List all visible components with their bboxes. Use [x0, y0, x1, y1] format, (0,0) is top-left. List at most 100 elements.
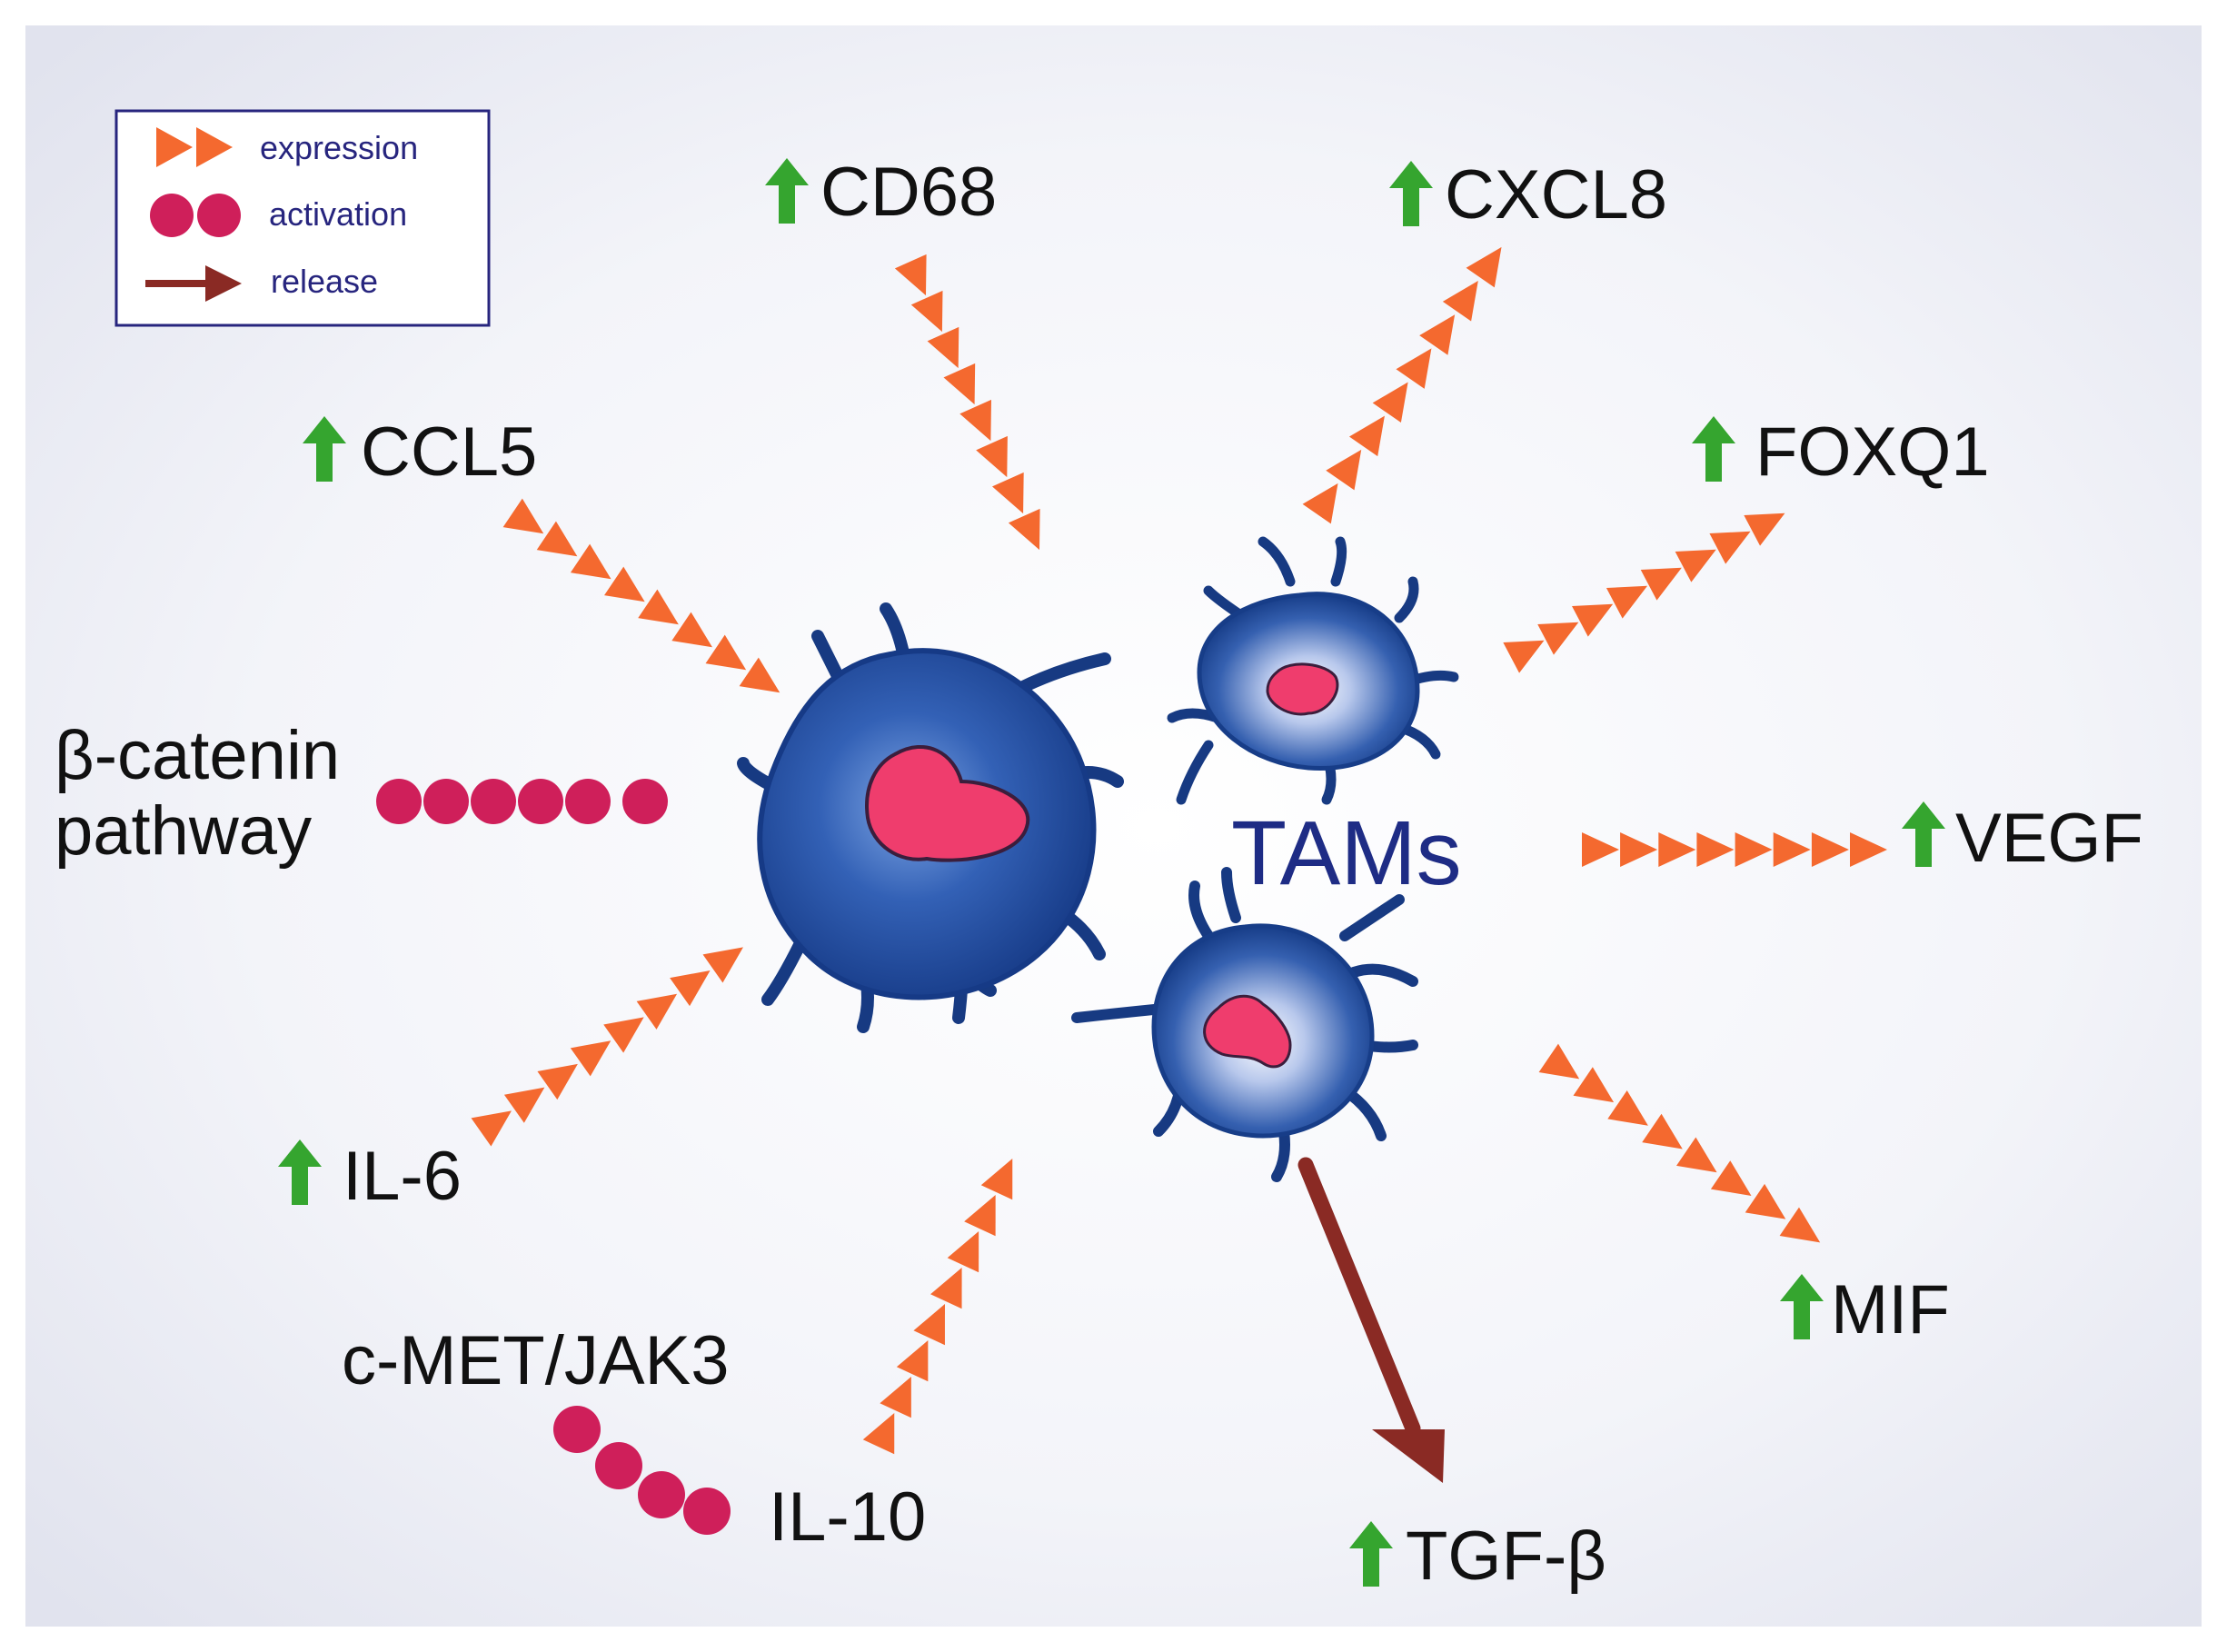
- expression-triangle: [503, 1087, 545, 1123]
- mif-expression-chain: [1538, 1043, 1821, 1243]
- expression-triangle: [1466, 246, 1502, 288]
- expression-triangle: [1538, 1043, 1580, 1080]
- expression-triangle: [1642, 1113, 1683, 1149]
- expression-triangle: [894, 254, 927, 296]
- foxq1-expression-chain: [1503, 513, 1785, 673]
- expression-triangle: [1658, 832, 1696, 867]
- expression-triangle: [943, 363, 976, 405]
- expression-triangle: [1709, 531, 1751, 564]
- expression-triangle: [1326, 449, 1362, 491]
- expression-triangle: [570, 543, 611, 580]
- expression-triangle: [1442, 281, 1478, 322]
- expression-triangle: [1606, 585, 1648, 619]
- expression-triangle: [896, 1340, 929, 1382]
- expression-triangle: [471, 1110, 512, 1147]
- activation-legend-icon: [150, 194, 241, 237]
- il6-expression-chain: [471, 947, 743, 1147]
- cd68-up-arrow-icon: [765, 158, 809, 224]
- expression-triangle: [913, 1304, 945, 1346]
- foxq1-label: FOXQ1: [1755, 413, 1990, 491]
- expression-triangle: [959, 399, 991, 442]
- upregulation-arrows: [278, 158, 1945, 1587]
- foxq1-up-arrow-icon: [1692, 416, 1735, 482]
- beta-catenin-label: β-catenin: [55, 717, 340, 794]
- expression-triangle: [910, 290, 943, 333]
- expression-triangle: [964, 1195, 996, 1237]
- expression-legend-icon: [156, 127, 233, 167]
- expression-triangle: [1008, 508, 1040, 551]
- expression-triangle: [671, 612, 712, 648]
- beta-catenin-activation-dots: [376, 779, 668, 824]
- ccl5-up-arrow-icon: [303, 416, 346, 482]
- expression-triangle: [1675, 549, 1716, 582]
- legend-box: expression activation release: [114, 109, 491, 327]
- expression-triangle: [1811, 832, 1849, 867]
- tams-label: TAMs: [1231, 802, 1462, 904]
- expression-triangle: [1744, 513, 1785, 546]
- expression-triangle: [502, 498, 544, 534]
- cxcl8-up-arrow-icon: [1389, 161, 1433, 226]
- expression-triangle: [739, 657, 780, 693]
- small-macrophage-cell-top: [1167, 536, 1459, 805]
- ccl5-expression-chain: [502, 498, 780, 693]
- small-cell-top-nucleus: [1266, 662, 1339, 716]
- expression-triangle: [976, 435, 1008, 478]
- release-legend-icon: [145, 265, 242, 302]
- expression-triangle: [1573, 1067, 1615, 1103]
- il10-label: IL-10: [769, 1478, 926, 1556]
- expression-triangle: [1419, 314, 1456, 355]
- expression-triangle: [1396, 348, 1432, 389]
- legend-activation-label: activation: [269, 195, 407, 233]
- expression-triangle: [1696, 832, 1735, 867]
- expression-triangle: [862, 1413, 895, 1455]
- vegf-up-arrow-icon: [1902, 801, 1945, 867]
- legend-release-label: release: [271, 263, 378, 300]
- expression-triangle: [1607, 1090, 1648, 1126]
- expression-triangle: [1503, 640, 1545, 673]
- expression-triangle: [670, 970, 711, 1007]
- tgf-beta-release-arrow: [1297, 1157, 1445, 1483]
- expression-triangle: [537, 1063, 578, 1100]
- il6-up-arrow-icon: [278, 1139, 322, 1205]
- expression-triangle: [1572, 603, 1614, 637]
- expression-triangle: [705, 634, 747, 671]
- cmet-jak3-label: c-MET/JAK3: [342, 1322, 730, 1399]
- tgfb-label: TGF-β: [1406, 1518, 1606, 1595]
- expression-triangle: [930, 1268, 962, 1309]
- cd68-expression-chain: [894, 254, 1040, 551]
- expression-triangle: [702, 947, 743, 983]
- vegf-expression-chain: [1582, 832, 1887, 867]
- expression-triangle: [1676, 1137, 1717, 1173]
- expression-triangle: [980, 1159, 1013, 1200]
- il6-label: IL-6: [343, 1138, 462, 1215]
- expression-triangle: [1640, 567, 1682, 601]
- expression-triangle: [536, 521, 578, 557]
- cxcl8-label: CXCL8: [1445, 156, 1667, 234]
- ccl5-label: CCL5: [361, 413, 537, 491]
- vegf-label: VEGF: [1955, 800, 2143, 877]
- expression-triangle: [947, 1231, 979, 1273]
- pathway-label: pathway: [55, 792, 312, 870]
- cxcl8-expression-chain: [1302, 246, 1502, 524]
- cd68-label: CD68: [820, 154, 997, 231]
- expression-triangle: [638, 589, 679, 625]
- mif-label: MIF: [1831, 1271, 1950, 1348]
- expression-triangle: [991, 472, 1024, 514]
- expression-triangle: [1537, 622, 1579, 655]
- cmet-jak3-activation-dots: [553, 1406, 731, 1535]
- expression-triangle: [603, 1017, 644, 1053]
- expression-triangle: [1372, 382, 1408, 423]
- expression-triangle: [1745, 1183, 1786, 1219]
- large-cell-nucleus: [865, 744, 1030, 862]
- il10-expression-chain: [862, 1159, 1013, 1455]
- expression-triangle: [1348, 415, 1385, 457]
- expression-triangle: [636, 993, 678, 1030]
- expression-triangle: [880, 1377, 911, 1418]
- small-macrophage-cell-bottom: [1071, 867, 1418, 1182]
- expression-triangle: [1850, 832, 1887, 867]
- expression-triangle: [927, 326, 959, 369]
- expression-chains: [471, 246, 1887, 1455]
- expression-triangle: [1779, 1207, 1821, 1243]
